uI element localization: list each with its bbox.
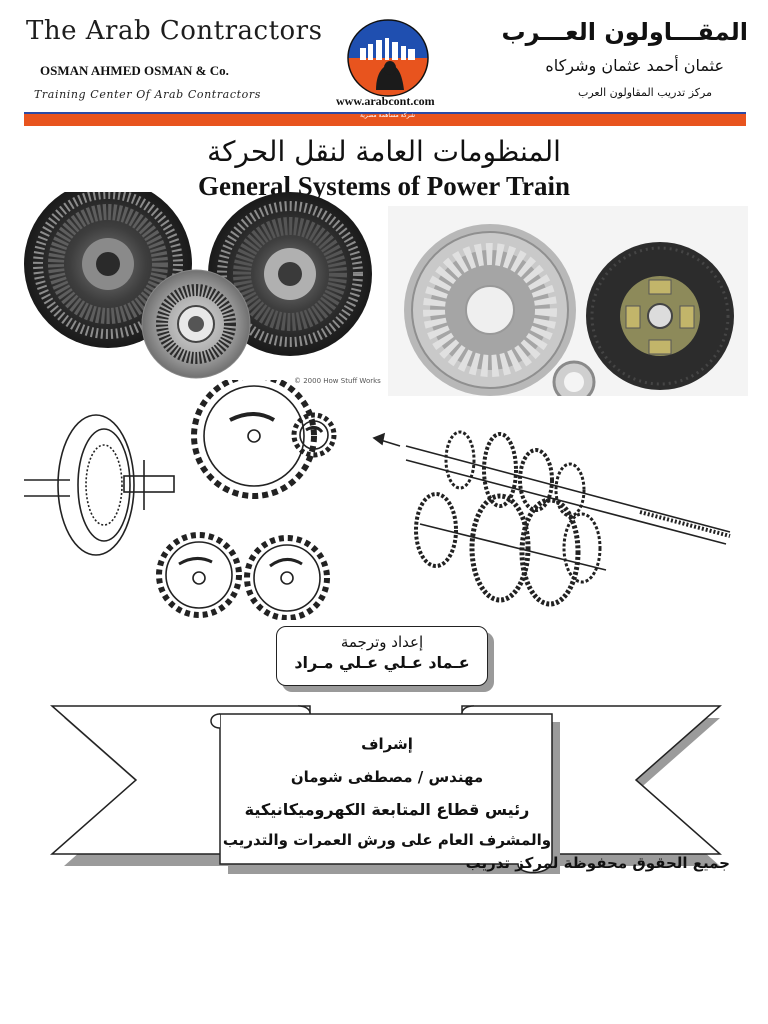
author-name: عـماد عـلي عـلي مـراد	[294, 653, 470, 672]
arab-contractors-logo-icon	[347, 19, 429, 97]
supervisor-role: رئيس قطاع المتابعة الكهروميكانيكية	[244, 800, 530, 819]
rights-statement: جميع الحقوق محفوظة لمركز تدريب	[465, 854, 730, 872]
training-center-arabic: مركز تدريب المقاولون العرب	[577, 86, 712, 99]
header-divider-band	[24, 112, 746, 126]
gearbox-diagram	[372, 430, 731, 607]
supervision-label: إشراف	[361, 735, 413, 753]
page-title-arabic: المنظومات العامة لنقل الحركة	[207, 135, 561, 168]
author-box: إعداد وترجمة عـماد عـلي عـلي مـراد	[276, 626, 488, 686]
author-label: إعداد وترجمة	[340, 633, 424, 651]
page-title-english: General Systems of Power Train	[198, 171, 570, 201]
website-link[interactable]: www.arabcont.com	[336, 94, 435, 108]
clutch-assembly-photo	[388, 206, 748, 396]
training-center-english: Training Center Of Arab Contractors	[34, 88, 261, 101]
supervision-scroll-banner	[50, 705, 722, 874]
band-caption: شركة مساهمة مصرية	[360, 112, 416, 119]
brand-name-english: The Arab Contractors	[26, 16, 323, 46]
company-name-arabic: عثمان أحمد عثمان وشركاه	[545, 56, 724, 75]
supervisor-role-secondary: والمشرف العام على ورش العمرات والتدريب	[222, 831, 552, 849]
supervisor-name: مهندس / مصطفى شومان	[290, 768, 484, 786]
company-name-english: OSMAN AHMED OSMAN & Co.	[40, 63, 229, 78]
torque-converter-photo	[24, 192, 372, 379]
brand-name-arabic: المقـــاولون العـــرب	[501, 18, 748, 46]
photo-credit: © 2000 How Stuff Works	[294, 377, 381, 385]
gear-train-diagram	[24, 380, 337, 620]
